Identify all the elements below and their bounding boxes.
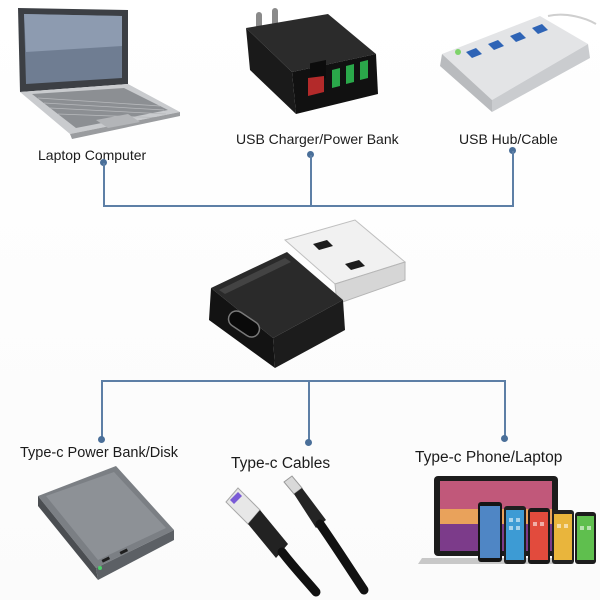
connector-line <box>504 380 506 438</box>
connector-line <box>101 380 103 440</box>
laptop-icon <box>18 8 180 139</box>
power-bank-icon <box>38 466 174 580</box>
connector-line <box>310 155 312 207</box>
connector-line <box>308 380 310 442</box>
label-type-c-cables: Type-c Cables <box>231 455 331 472</box>
connector-dot-hub <box>509 147 516 154</box>
connector-line <box>103 205 514 207</box>
label-laptop-computer: Laptop Computer <box>38 147 147 163</box>
connector-line <box>101 380 506 382</box>
connector-dot-cables <box>305 439 312 446</box>
connector-dot-laptop <box>100 159 107 166</box>
connector-dot-powerbank <box>98 436 105 443</box>
connector-line <box>103 163 105 207</box>
connector-dot-phone-laptop <box>501 435 508 442</box>
label-usb-charger-power-bank: USB Charger/Power Bank <box>236 131 399 147</box>
connector-dot-charger <box>307 151 314 158</box>
usb-to-type-c-adapter-icon <box>209 219 407 368</box>
phone-laptop-icon <box>418 476 596 564</box>
label-type-c-power-bank-disk: Type-c Power Bank/Disk <box>20 445 178 461</box>
type-c-cable-icon <box>225 475 369 597</box>
usb-hub-icon <box>440 13 597 112</box>
usb-charger-icon <box>246 8 378 114</box>
label-usb-hub-cable: USB Hub/Cable <box>459 131 558 147</box>
connector-line <box>512 151 514 207</box>
label-type-c-phone-laptop: Type-c Phone/Laptop <box>415 449 563 466</box>
